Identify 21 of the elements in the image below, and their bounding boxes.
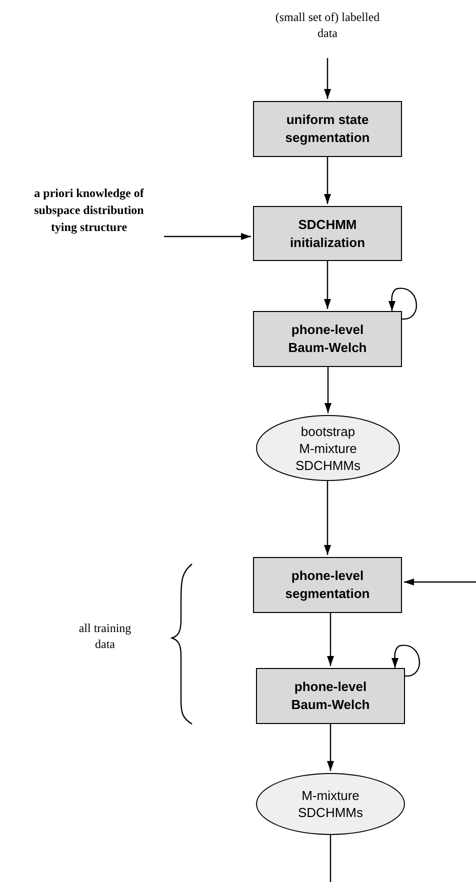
arrow (327, 724, 334, 771)
input-text: a priori knowledge of subspace distribution tying structure (14, 182, 164, 238)
model-ellipse: M-mixture SDCHMMs (256, 773, 405, 835)
process-box: uniform state segmentation (253, 101, 402, 157)
self-loop-arrow (388, 288, 417, 320)
arrow (324, 157, 331, 204)
self-loop-arrow (391, 644, 420, 677)
process-box: phone-level segmentation (253, 557, 402, 613)
arrow (324, 58, 331, 99)
arrow (164, 233, 251, 240)
arrow (327, 613, 334, 666)
model-ellipse: bootstrap M-mixture SDCHMMs (256, 415, 400, 481)
process-box: SDCHMM initialization (253, 206, 402, 261)
arrow (324, 367, 332, 413)
input-text: (small set of) labelled data (275, 8, 380, 42)
arrow (324, 481, 331, 555)
process-box: phone-level Baum-Welch (256, 668, 405, 724)
process-box: phone-level Baum-Welch (253, 311, 402, 367)
arrow (404, 578, 476, 586)
arrow (324, 261, 331, 309)
bracket-label: all training data (78, 620, 132, 652)
